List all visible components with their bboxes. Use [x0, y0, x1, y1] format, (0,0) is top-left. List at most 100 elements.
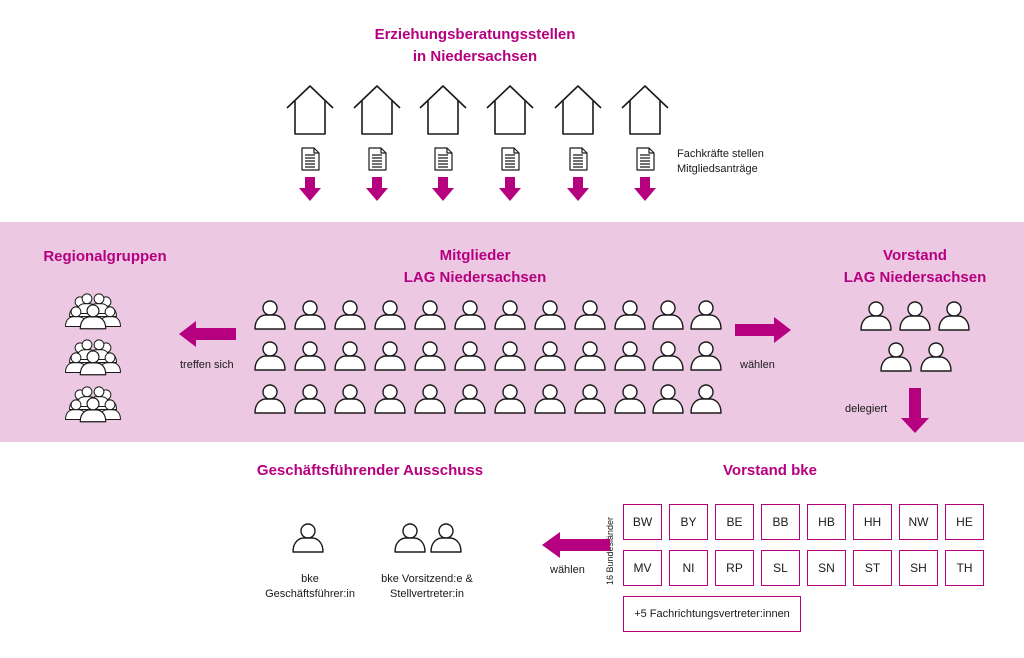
- person-icon: [254, 341, 286, 371]
- lag-board: [860, 301, 970, 372]
- field-representatives-box: +5 Fachrichtungsvertreter:innen: [623, 596, 801, 632]
- person-icon: [690, 341, 722, 371]
- arrow-down-icon: [567, 177, 589, 201]
- person-icon: [614, 384, 646, 414]
- members-grid: [254, 300, 722, 414]
- document-icon: [501, 147, 520, 171]
- state-box: HB: [807, 504, 846, 540]
- arrow-down-icon: [432, 177, 454, 201]
- house-icon: [353, 85, 401, 135]
- committee-title: Geschäftsführender Ausschuss: [256, 462, 484, 479]
- person-icon: [494, 341, 526, 371]
- state-box: HE: [945, 504, 984, 540]
- house-icon: [486, 85, 534, 135]
- document-icon: [636, 147, 655, 171]
- arrow-down-icon: [366, 177, 388, 201]
- person-icon: [534, 300, 566, 330]
- person-icon: [334, 384, 366, 414]
- house-icon: [286, 85, 334, 135]
- person-icon: [690, 300, 722, 330]
- house-icon: [554, 85, 602, 135]
- document-icon: [569, 147, 588, 171]
- board-title: Vorstand LAG Niedersachsen: [843, 247, 987, 286]
- state-box: BE: [715, 504, 754, 540]
- person-icon: [294, 341, 326, 371]
- state-box: BB: [761, 504, 800, 540]
- person-icon: [690, 384, 722, 414]
- state-box: NW: [899, 504, 938, 540]
- arrow-left-icon: [542, 532, 610, 558]
- committee-persons: [292, 523, 462, 553]
- person-icon: [394, 523, 426, 553]
- arrow-down-icon: [499, 177, 521, 201]
- bke-elect-label: wählen: [550, 564, 585, 576]
- arrow-down-icon: [299, 177, 321, 201]
- person-icon: [614, 341, 646, 371]
- members-title: Mitglieder LAG Niedersachsen: [403, 247, 547, 286]
- person-icon: [574, 300, 606, 330]
- person-icon: [254, 300, 286, 330]
- person-icon: [494, 300, 526, 330]
- house-icon: [419, 85, 467, 135]
- person-icon: [454, 341, 486, 371]
- person-icon: [860, 301, 892, 331]
- counseling-centers: [286, 85, 669, 135]
- person-icon: [374, 300, 406, 330]
- person-icon: [574, 384, 606, 414]
- person-icon: [652, 384, 684, 414]
- person-icon: [430, 523, 462, 553]
- person-icon: [574, 341, 606, 371]
- person-icon: [534, 341, 566, 371]
- delegate-label: delegiert: [845, 403, 888, 415]
- document-icon: [368, 147, 387, 171]
- person-icon: [294, 384, 326, 414]
- person-icon: [414, 341, 446, 371]
- state-box: MV: [623, 550, 662, 586]
- person-icon: [414, 384, 446, 414]
- elect-label: wählen: [740, 359, 775, 371]
- state-box: ST: [853, 550, 892, 586]
- person-icon: [374, 341, 406, 371]
- state-box: SH: [899, 550, 938, 586]
- arrow-right-icon: [735, 317, 791, 343]
- state-box: TH: [945, 550, 984, 586]
- state-box: HH: [853, 504, 892, 540]
- state-box: SL: [761, 550, 800, 586]
- arrow-down-icon: [634, 177, 656, 201]
- regional-groups-title: Regionalgruppen: [43, 248, 167, 265]
- applications: [301, 147, 655, 171]
- state-box: BY: [669, 504, 708, 540]
- state-box: BW: [623, 504, 662, 540]
- counseling-centers-title: Erziehungsberatungsstellen in Niedersach…: [374, 26, 576, 65]
- document-icon: [301, 147, 320, 171]
- director-label: bke Geschäftsführer:in: [265, 573, 355, 600]
- person-icon: [920, 342, 952, 372]
- person-icon: [899, 301, 931, 331]
- meet-label: treffen sich: [180, 359, 234, 371]
- person-icon: [494, 384, 526, 414]
- group-icon: [66, 340, 121, 375]
- state-box: RP: [715, 550, 754, 586]
- applications-note: Fachkräfte stellen Mitgliedsanträge: [677, 148, 764, 175]
- person-icon: [652, 341, 684, 371]
- person-icon: [254, 384, 286, 414]
- person-icon: [652, 300, 684, 330]
- arrow-left-icon: [179, 321, 236, 347]
- state-box: NI: [669, 550, 708, 586]
- person-icon: [454, 384, 486, 414]
- group-icon: [66, 294, 121, 329]
- house-icon: [621, 85, 669, 135]
- person-icon: [454, 300, 486, 330]
- chair-label: bke Vorsitzend:e & Stellvertreter:in: [381, 573, 473, 600]
- person-icon: [414, 300, 446, 330]
- regional-groups: [66, 294, 121, 422]
- document-icon: [434, 147, 453, 171]
- bke-board-title: Vorstand bke: [723, 462, 817, 479]
- arrow-down-icon: [901, 388, 929, 433]
- person-icon: [614, 300, 646, 330]
- person-icon: [334, 341, 366, 371]
- person-icon: [534, 384, 566, 414]
- person-icon: [294, 300, 326, 330]
- application-arrows: [299, 177, 656, 201]
